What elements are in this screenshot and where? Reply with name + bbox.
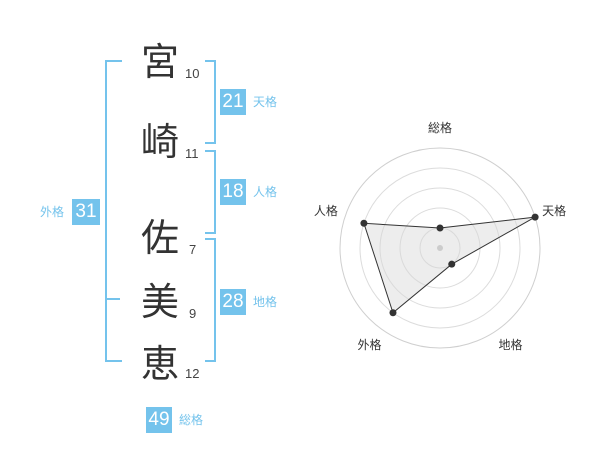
- name-char-1: 宮: [140, 40, 179, 84]
- jinkaku-bracket: [205, 150, 216, 234]
- stroke-count-2: 11: [185, 146, 199, 161]
- radar-ring-5: [339, 147, 541, 349]
- radar-axis-label-4: 外格: [357, 337, 381, 352]
- soukaku-label: 総格: [179, 413, 204, 427]
- name-char-3: 佐: [140, 216, 179, 260]
- stroke-count-3: 7: [189, 242, 197, 257]
- tenkaku-badge: 21: [220, 89, 246, 115]
- chikaku-badge: 28: [220, 289, 246, 315]
- radar-axis-label-2: 天格: [542, 203, 566, 218]
- gaikaku-label: 外格: [40, 205, 65, 219]
- radar-ring-2: [399, 207, 481, 289]
- radar-point-1: [436, 224, 444, 232]
- radar-axis-label-5: 人格: [314, 203, 338, 218]
- radar-ring-4: [359, 167, 521, 329]
- jinkaku-label: 人格: [253, 185, 278, 199]
- name-char-4: 美: [140, 280, 179, 324]
- radar-ring-3: [379, 187, 501, 309]
- name-char-5: 恵: [140, 342, 179, 386]
- tenkaku-bracket: [205, 60, 216, 144]
- gaikaku-bracket-tick: [105, 298, 120, 300]
- stroke-count-5: 12: [185, 366, 200, 381]
- radar-series-polygon: [363, 216, 536, 314]
- radar-point-5: [360, 219, 368, 227]
- radar-point-4: [389, 309, 397, 317]
- radar-point-2: [531, 213, 539, 221]
- gaikaku-badge: 31: [72, 199, 100, 225]
- name-char-2: 崎: [140, 120, 179, 164]
- radar-center-dot: [437, 245, 443, 251]
- gaikaku-bracket: [105, 60, 122, 362]
- soukaku-badge: 49: [146, 407, 172, 433]
- jinkaku-badge: 18: [220, 179, 246, 205]
- radar-point-3: [448, 260, 456, 268]
- chikaku-bracket: [205, 238, 216, 362]
- stroke-count-4: 9: [189, 306, 197, 321]
- radar-axis-label-3: 地格: [499, 337, 523, 352]
- radar-ring-1: [419, 227, 461, 269]
- radar-axis-label-1: 総格: [428, 120, 452, 135]
- stroke-count-1: 10: [185, 66, 200, 81]
- chikaku-label: 地格: [253, 295, 278, 309]
- tenkaku-label: 天格: [253, 95, 278, 109]
